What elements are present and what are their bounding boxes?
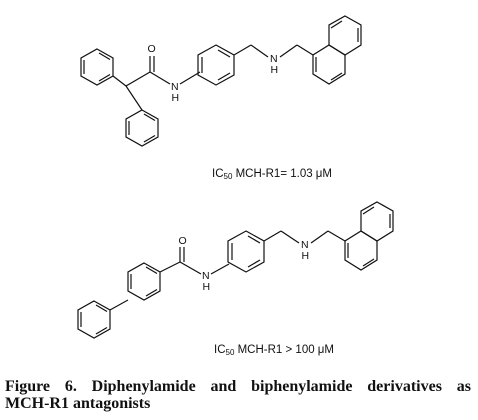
ic50-subscript: 50	[225, 348, 235, 357]
c2-terminal-phenyl-ring	[77, 300, 111, 339]
c2-amide-bonds	[159, 247, 230, 275]
c2-amine-nitrogen: N	[301, 239, 309, 251]
figure-caption: Figure 6. Diphenylamide and biphenylamid…	[5, 378, 471, 412]
ic50-subscript: 50	[223, 172, 233, 181]
c1-carbonyl-oxygen: O	[148, 43, 156, 55]
c1-diphenyl-acetamide-bonds	[112, 56, 201, 111]
ic50-prefix: IC	[212, 168, 224, 180]
c2-amide-hydrogen: H	[203, 281, 211, 293]
compound-2-atom-labels: O N H N H	[179, 235, 310, 293]
c1-amine-hydrogen: H	[271, 64, 279, 76]
c2-aminomethyl-linker	[263, 230, 346, 244]
c2-biaryl-bond	[109, 299, 129, 311]
ic50-value-compound-2: IC50 MCH-R1 > 100 μM	[214, 344, 334, 357]
caption-word: Figure	[5, 378, 51, 395]
compound-1-structure	[80, 15, 362, 147]
caption-word: biphenylamide	[251, 378, 353, 395]
ic50-text: MCH-R1= 1.03 μM	[232, 168, 333, 180]
caption-word: and	[210, 378, 237, 395]
caption-word: as	[456, 378, 471, 395]
caption-word: 6.	[64, 378, 77, 395]
c1-amide-nitrogen: N	[171, 81, 179, 93]
c2-amine-hydrogen: H	[302, 250, 310, 262]
c1-aminomethyl-linker	[233, 44, 314, 58]
c1-phenyl-ring-lower	[125, 109, 159, 147]
c1-naphthyl-ring	[312, 15, 362, 85]
caption-word: derivatives	[367, 378, 442, 395]
c2-biphenyl-inner-ring	[127, 262, 161, 301]
c2-naphthyl-ring	[344, 201, 394, 271]
ic50-value-compound-1: IC50 MCH-R1= 1.03 μM	[212, 168, 332, 181]
c2-carbonyl-oxygen: O	[179, 235, 187, 247]
c1-amide-hydrogen: H	[172, 92, 180, 104]
c2-amide-nitrogen: N	[202, 270, 210, 282]
caption-line-1: Figure 6. Diphenylamide and biphenylamid…	[5, 378, 471, 395]
caption-word: Diphenylamide	[91, 378, 196, 395]
c2-para-phenylene-ring	[227, 230, 265, 273]
compound-1-atom-labels: O N H N H	[148, 43, 279, 104]
compound-2-structure	[77, 201, 394, 339]
ic50-prefix: IC	[214, 344, 226, 356]
c1-phenyl-ring-upper	[80, 48, 114, 86]
c1-para-phenylene-ring	[197, 44, 235, 86]
caption-line-2: MCH-R1 antagonists	[5, 395, 151, 412]
ic50-text: MCH-R1 > 100 μM	[234, 344, 335, 356]
c1-amine-nitrogen: N	[270, 53, 278, 65]
